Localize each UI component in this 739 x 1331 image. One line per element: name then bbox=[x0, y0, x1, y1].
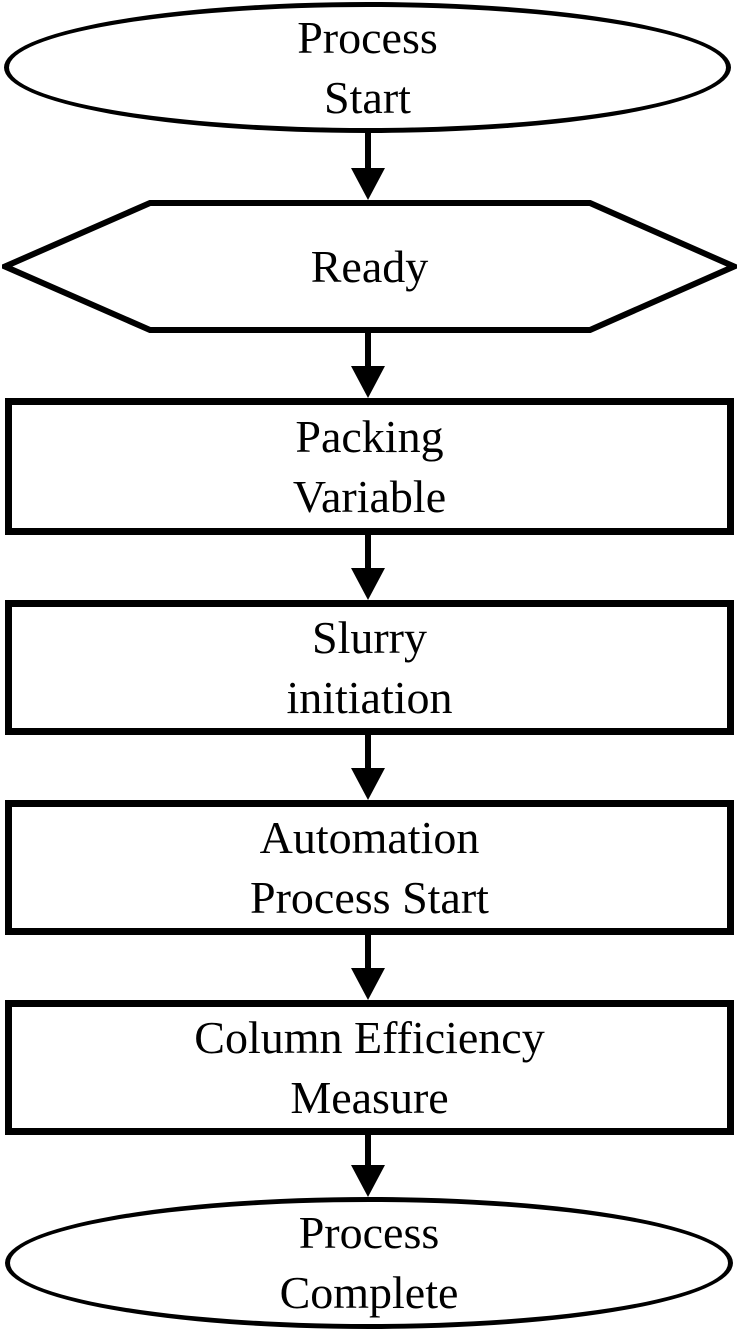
node-label-line: Column Efficiency bbox=[194, 1011, 545, 1063]
flow-node-column-efficiency-measure: Column Efficiency Measure bbox=[5, 1000, 734, 1135]
arrow-head-icon bbox=[351, 568, 385, 600]
flow-node-process-complete: Process Complete bbox=[5, 1197, 733, 1329]
flow-node-ready: Ready bbox=[2, 200, 737, 333]
node-label-group: Process Complete bbox=[280, 1203, 459, 1323]
flow-node-automation-process-start: Automation Process Start bbox=[5, 800, 734, 935]
flow-arrow-down-icon bbox=[351, 535, 385, 600]
arrow-head-icon bbox=[351, 768, 385, 800]
node-label-group: Ready bbox=[311, 237, 429, 297]
node-label-line: Complete bbox=[279, 1267, 459, 1318]
node-label-line: Process Start bbox=[250, 871, 489, 923]
flow-arrow-down-icon bbox=[351, 935, 385, 1000]
node-label-line: initiation bbox=[286, 671, 453, 723]
arrow-stem bbox=[365, 132, 371, 168]
flow-node-slurry-initiation: Slurry initiation bbox=[5, 600, 734, 735]
node-label-line: Packing bbox=[295, 410, 444, 462]
flow-arrow-down-icon bbox=[351, 333, 385, 398]
hexagon-shape bbox=[2, 200, 737, 333]
node-label-group: Automation Process Start bbox=[250, 808, 489, 928]
node-label-group: Packing Variable bbox=[293, 407, 446, 527]
node-label-line: Process bbox=[297, 11, 438, 63]
flow-node-packing-variable: Packing Variable bbox=[5, 398, 734, 535]
node-label-line: Automation bbox=[259, 811, 480, 863]
flow-arrow-down-icon bbox=[351, 735, 385, 800]
arrow-stem bbox=[365, 333, 371, 366]
node-label-line: Measure bbox=[290, 1071, 449, 1123]
node-label-line: Slurry bbox=[311, 611, 427, 663]
node-label-group: Column Efficiency Measure bbox=[194, 1008, 544, 1128]
arrow-head-icon bbox=[351, 968, 385, 1000]
arrow-head-icon bbox=[351, 168, 385, 200]
flow-arrow-down-icon bbox=[351, 1135, 385, 1197]
arrow-head-icon bbox=[351, 1165, 385, 1197]
flow-node-process-start: Process Start bbox=[4, 2, 731, 133]
arrow-stem bbox=[365, 935, 371, 968]
flow-arrow-down-icon bbox=[351, 132, 385, 200]
arrow-stem bbox=[365, 735, 371, 768]
node-label-line: Variable bbox=[292, 470, 447, 522]
node-label-group: Process Start bbox=[297, 8, 438, 128]
arrow-head-icon bbox=[351, 366, 385, 398]
node-label-line: Process bbox=[298, 1207, 440, 1258]
arrow-stem bbox=[365, 1135, 371, 1165]
node-label-line: Ready bbox=[310, 240, 429, 292]
node-label-group: Slurry initiation bbox=[286, 608, 452, 728]
arrow-stem bbox=[365, 535, 371, 568]
node-label-line: Start bbox=[324, 71, 411, 123]
